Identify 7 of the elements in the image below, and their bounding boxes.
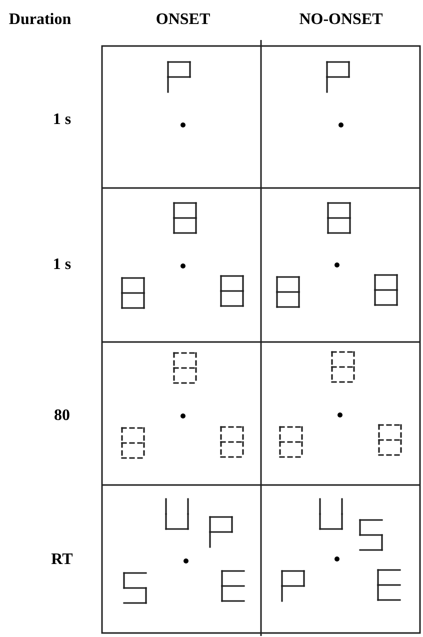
duration-label: RT (51, 551, 73, 569)
column-header: Duration (8, 11, 72, 29)
duration-label: 1 s (52, 111, 72, 129)
column-header: NO-ONSET (299, 11, 383, 29)
duration-label: 80 (54, 407, 70, 425)
column-header: ONSET (156, 11, 210, 29)
duration-label: 1 s (52, 256, 72, 274)
